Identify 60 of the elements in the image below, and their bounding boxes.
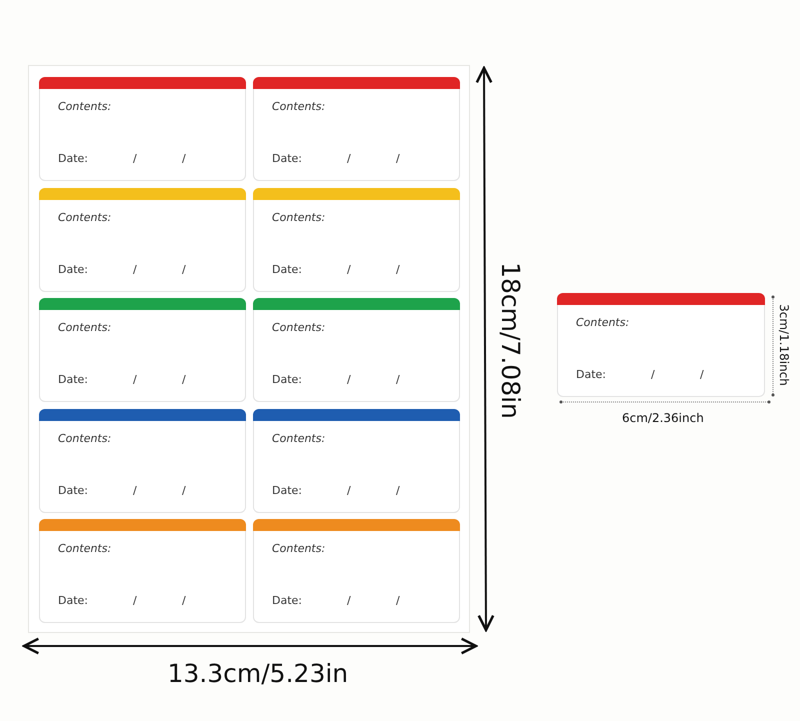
date-field-label: Date: (58, 374, 88, 385)
date-field-label: Date: (58, 264, 88, 274)
contents-field-label: Contents: (272, 543, 326, 554)
contents-field-label: Contents: (272, 322, 326, 333)
contents-field-label: Contents: (58, 101, 112, 112)
date-separator: / (347, 264, 351, 274)
date-separator: / (396, 374, 400, 385)
date-separator: / (347, 153, 351, 164)
contents-field-label: Contents: (272, 432, 326, 444)
date-separator: / (700, 369, 704, 380)
label-card (253, 408, 460, 512)
label-card (39, 298, 246, 402)
contents-field-label: Contents: (272, 101, 326, 112)
label-card (253, 519, 460, 623)
date-separator: / (347, 595, 351, 606)
dimension-label: 18cm/7.08in (497, 262, 522, 418)
contents-field-label: Contents: (272, 212, 326, 222)
date-separator: / (133, 264, 137, 274)
date-separator: / (133, 484, 137, 496)
date-separator: / (182, 153, 186, 164)
date-separator: / (133, 374, 137, 385)
date-separator: / (396, 153, 400, 164)
label-card (39, 408, 246, 512)
label-card (253, 298, 460, 402)
date-separator: / (347, 374, 351, 385)
date-field-label: Date: (58, 484, 88, 496)
contents-field-label: Contents: (58, 212, 112, 222)
label-card (39, 77, 246, 181)
date-separator: / (651, 369, 655, 380)
label-card (253, 188, 460, 292)
label-card (39, 188, 246, 292)
date-separator: / (182, 264, 186, 274)
date-field-label: Date: (272, 374, 302, 385)
date-separator: / (396, 595, 400, 606)
date-separator: / (133, 595, 137, 606)
date-field-label: Date: (58, 153, 88, 164)
dimension-label: 6cm/2.36inch (622, 412, 704, 424)
date-field-label: Date: (58, 595, 88, 606)
dimension-label: 3cm/1.18inch (778, 304, 790, 386)
contents-field-label: Contents: (58, 322, 112, 333)
label-card (557, 293, 765, 397)
date-separator: / (182, 374, 186, 385)
label-card (39, 519, 246, 623)
date-field-label: Date: (272, 264, 302, 274)
date-separator: / (133, 153, 137, 164)
label-sheet (28, 65, 470, 633)
date-separator: / (396, 484, 400, 496)
label-card (253, 77, 460, 181)
contents-field-label: Contents: (576, 317, 630, 328)
contents-field-label: Contents: (58, 432, 112, 444)
contents-field-label: Contents: (58, 543, 112, 554)
date-field-label: Date: (576, 369, 606, 380)
date-separator: / (182, 595, 186, 606)
date-separator: / (347, 484, 351, 496)
date-separator: / (396, 264, 400, 274)
date-separator: / (182, 484, 186, 496)
date-field-label: Date: (272, 153, 302, 164)
dimension-label: 13.3cm/5.23in (168, 660, 348, 686)
date-field-label: Date: (272, 595, 302, 606)
date-field-label: Date: (272, 484, 302, 496)
